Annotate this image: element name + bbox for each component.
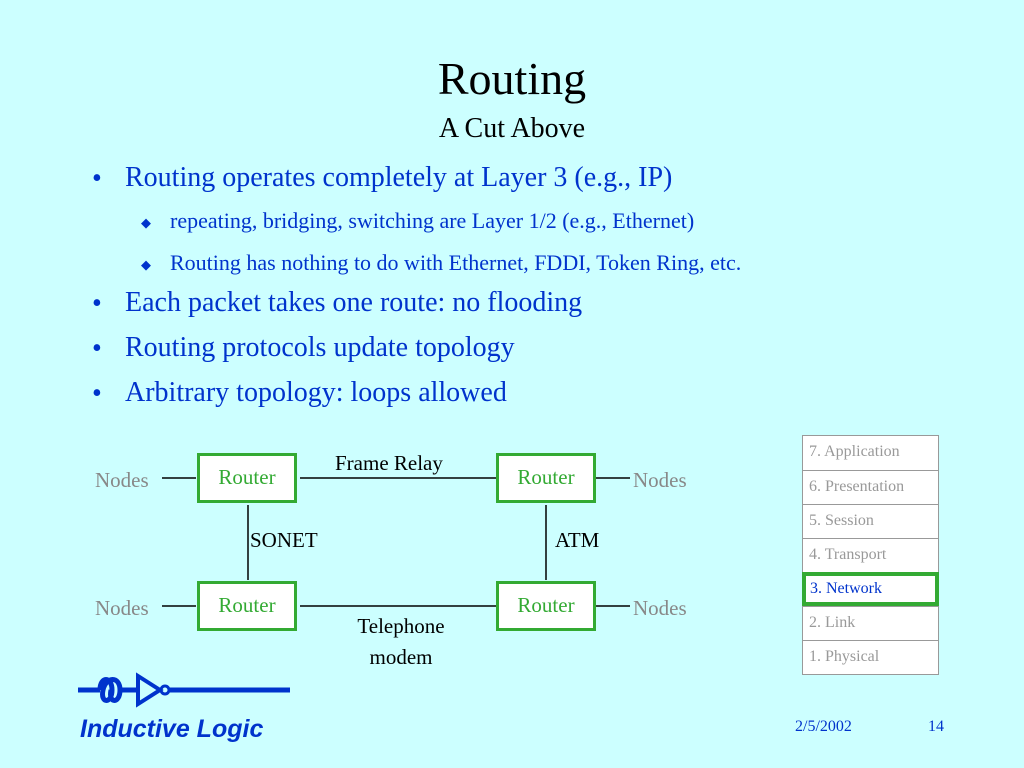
link-label-sonet: SONET <box>250 528 318 552</box>
osi-layer-4: 4. Transport <box>803 538 938 572</box>
bullet-dot: • <box>92 378 102 409</box>
page-number: 14 <box>928 718 944 735</box>
nodes-bottom-right: Nodes <box>633 596 687 620</box>
link-label-telephone: Telephone <box>357 614 445 638</box>
diamond-bullet-icon: ◆ <box>141 215 151 230</box>
nodes-bottom-left: Nodes <box>95 596 149 620</box>
link-label-modem: modem <box>369 645 433 669</box>
osi-layer-5: 5. Session <box>803 504 938 538</box>
osi-layer-1: 1. Physical <box>803 640 938 674</box>
osi-layer-2: 2. Link <box>803 606 938 640</box>
osi-layer-stack: 7. Application 6. Presentation 5. Sessio… <box>802 435 939 675</box>
footer-date: 2/5/2002 <box>795 718 852 735</box>
sub-bullet-1: repeating, bridging, switching are Layer… <box>170 208 695 233</box>
bullet-dot: • <box>92 288 102 319</box>
bullet-dot: • <box>92 163 102 194</box>
router-top-left: Router <box>197 453 297 503</box>
router-bottom-left: Router <box>197 581 297 631</box>
bullet-4: Arbitrary topology: loops allowed <box>125 377 507 408</box>
bullet-2: Each packet takes one route: no flooding <box>125 287 583 318</box>
nodes-top-left: Nodes <box>95 468 149 492</box>
router-top-right: Router <box>496 453 596 503</box>
bullet-1: Routing operates completely at Layer 3 (… <box>125 162 673 193</box>
router-bottom-right: Router <box>496 581 596 631</box>
osi-layer-3-highlighted: 3. Network <box>802 572 939 606</box>
slide-title: Routing <box>437 53 587 104</box>
bullet-dot: • <box>92 333 102 364</box>
osi-layer-7: 7. Application <box>803 436 938 470</box>
nodes-top-right: Nodes <box>633 468 687 492</box>
osi-layer-6: 6. Presentation <box>803 470 938 504</box>
sub-bullet-2: Routing has nothing to do with Ethernet,… <box>170 250 742 275</box>
brand-name: Inductive Logic <box>80 715 264 743</box>
diamond-bullet-icon: ◆ <box>141 257 151 272</box>
slide-subtitle: A Cut Above <box>438 113 586 144</box>
inductor-logo-icon <box>78 672 290 708</box>
bullet-3: Routing protocols update topology <box>125 332 515 363</box>
link-label-atm: ATM <box>555 528 600 552</box>
link-label-frame-relay: Frame Relay <box>335 451 443 475</box>
